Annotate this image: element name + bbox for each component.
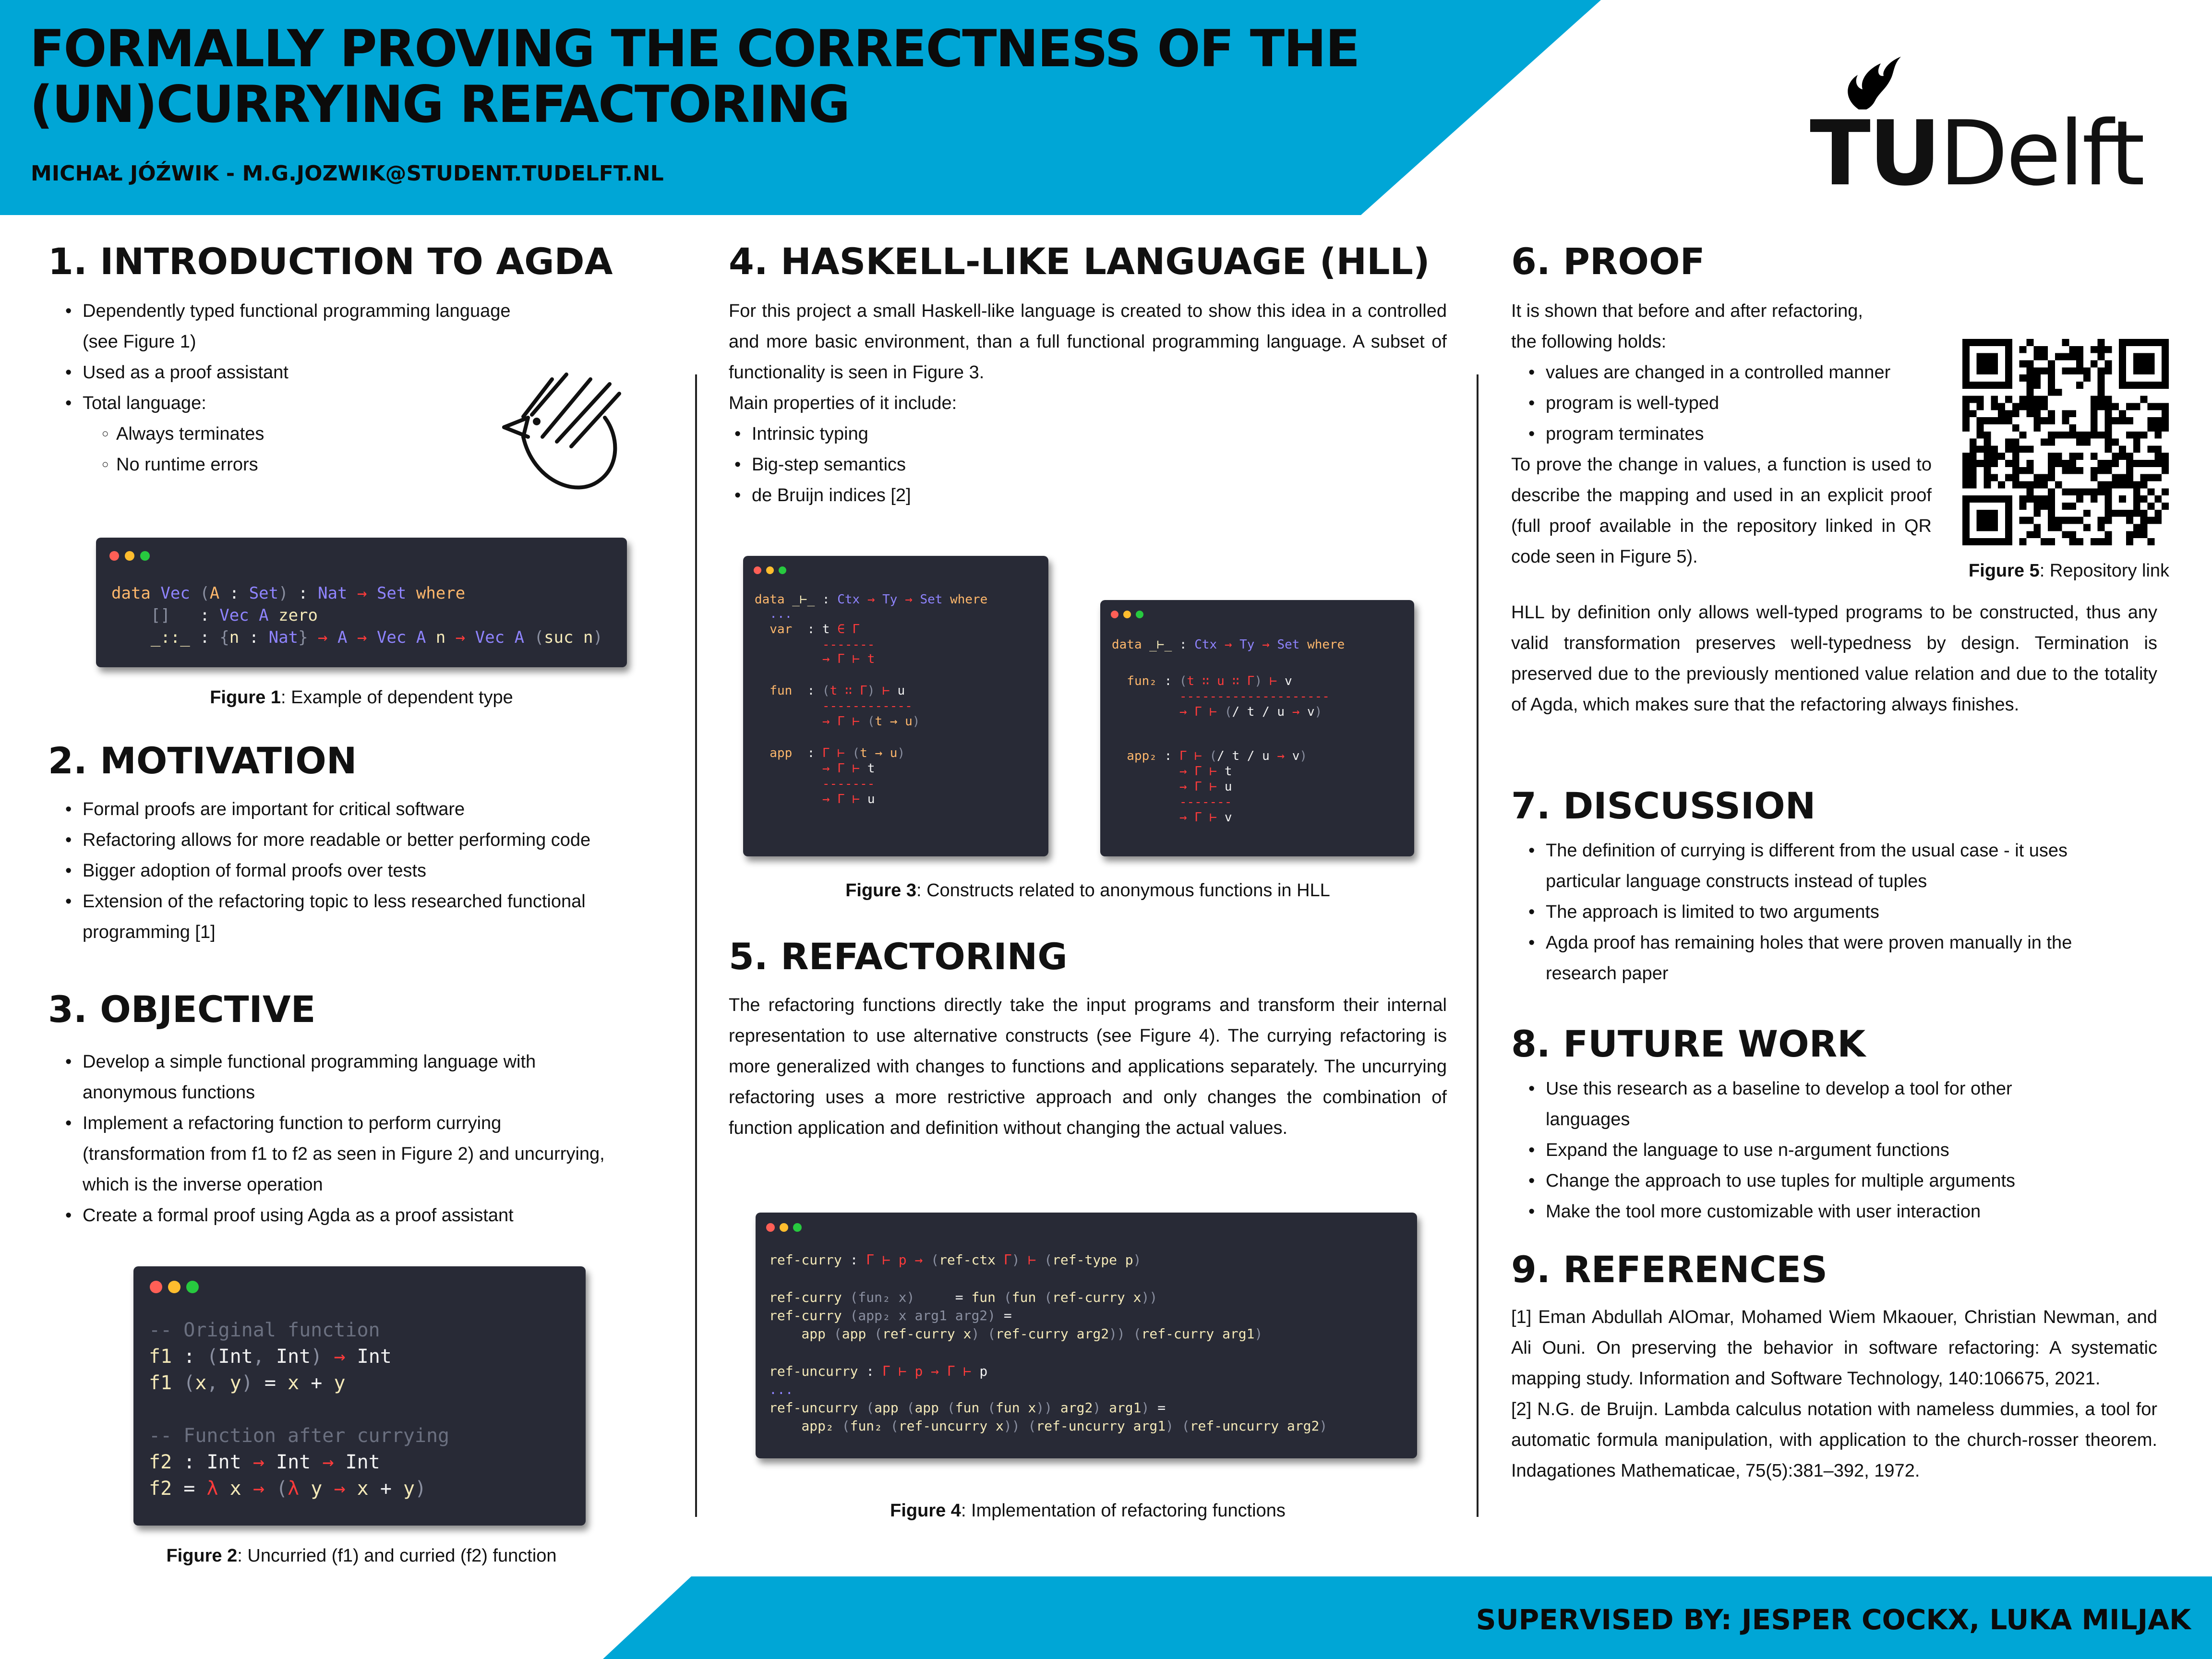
bullet-list: Formal proofs are important for critical… <box>48 794 667 948</box>
list-item: Use this research as a baseline to devel… <box>1511 1073 2157 1135</box>
column-1: 1. INTRODUCTION TO AGDA Dependently type… <box>48 240 667 480</box>
list-item: Intrinsic typing <box>717 419 1447 449</box>
list-item: de Bruijn indices [2] <box>717 480 1447 511</box>
list-item: Formal proofs are important for critical… <box>48 794 667 825</box>
section-heading: 7. DISCUSSION <box>1511 784 1816 827</box>
title-line-2: (UN)CURRYING REFACTORING <box>30 75 850 134</box>
author-line: MICHAŁ JÓŹWIK - M.G.JOZWIK@STUDENT.TUDEL… <box>31 161 664 186</box>
section-proof: 6. PROOF It is shown that before and aft… <box>1511 240 2157 720</box>
paragraph: HLL by definition only allows well-typed… <box>1511 602 2157 715</box>
window-controls <box>1111 611 1143 618</box>
section-heading: 4. HASKELL-LIKE LANGUAGE (HLL) <box>729 240 1430 283</box>
list-item: Implement a refactoring function to perf… <box>48 1108 667 1200</box>
list-item: Dependently typed functional programming… <box>48 296 667 357</box>
section-introduction: 1. INTRODUCTION TO AGDA Dependently type… <box>48 240 667 480</box>
section-heading: 8. FUTURE WORK <box>1511 1022 1866 1065</box>
figure-2-caption: Figure 2: Uncurried (f1) and curried (f2… <box>166 1546 557 1566</box>
section-references: 9. REFERENCES [1] Eman Abdullah AlOmar, … <box>1511 1248 2157 1486</box>
code-figure-3-right: data _⊢_ : Ctx → Ty → Set where fun₂ : (… <box>1100 600 1414 856</box>
list-item: Expand the language to use n-argument fu… <box>1511 1135 2157 1166</box>
banner-background <box>0 0 1601 215</box>
figure-4-caption: Figure 4: Implementation of refactoring … <box>890 1501 1286 1521</box>
list-item: values are changed in a controlled manne… <box>1511 357 1932 388</box>
logo-delft: Delft <box>1939 101 2145 205</box>
column-divider-1 <box>695 374 697 1517</box>
bullet-list: Dependently typed functional programming… <box>48 296 667 480</box>
list-item: Make the tool more customizable with use… <box>1511 1196 2157 1227</box>
bullet-list: Develop a simple functional programming … <box>48 1046 667 1231</box>
code-figure-3-left: data _⊢_ : Ctx → Ty → Set where ... var … <box>743 556 1048 856</box>
section-discussion: 7. DISCUSSION The definition of currying… <box>1511 784 2157 989</box>
column-divider-2 <box>1477 374 1479 1517</box>
reference-1: [1] Eman Abdullah AlOmar, Mohamed Wiem M… <box>1511 1307 2157 1389</box>
figure-1-caption: Figure 1: Example of dependent type <box>210 687 513 708</box>
bullet-list: The definition of currying is different … <box>1511 835 2157 989</box>
list-item: program terminates <box>1511 419 1932 449</box>
list-item: The definition of currying is different … <box>1511 835 2157 897</box>
paragraph: It is shown that before and after refact… <box>1511 301 1863 352</box>
section-refactoring: 5. REFACTORING The refactoring functions… <box>729 935 1447 1143</box>
window-controls <box>766 1223 802 1232</box>
code-figure-2: -- Original function f1 : (Int, Int) → I… <box>133 1266 586 1526</box>
flame-icon <box>1848 57 1901 109</box>
logo-wordmark: TUDelft <box>1810 106 2145 202</box>
window-controls <box>109 551 150 561</box>
bullet-list: Use this research as a baseline to devel… <box>1511 1073 2157 1227</box>
section-hll: 4. HASKELL-LIKE LANGUAGE (HLL) For this … <box>729 240 1447 511</box>
window-controls <box>754 566 786 574</box>
bullet-list: Intrinsic typing Big-step semantics de B… <box>717 419 1447 511</box>
section-heading: 6. PROOF <box>1511 240 1705 283</box>
list-item: Total language: <box>48 388 667 419</box>
list-subitem: Always terminates <box>48 419 667 449</box>
section-objective: 3. OBJECTIVE Develop a simple functional… <box>48 988 667 1231</box>
section-heading: 2. MOTIVATION <box>48 739 357 782</box>
paragraph: To prove the change in values, a functio… <box>1511 455 1932 567</box>
section-heading: 9. REFERENCES <box>1511 1248 1827 1291</box>
list-item: Big-step semantics <box>717 449 1447 480</box>
header-banner: FORMALLY PROVING THE CORRECTNESS OF THE … <box>0 0 2212 215</box>
section-future-work: 8. FUTURE WORK Use this research as a ba… <box>1511 1022 2157 1227</box>
section-heading: 1. INTRODUCTION TO AGDA <box>48 240 613 283</box>
title-line-1: FORMALLY PROVING THE CORRECTNESS OF THE <box>30 19 1360 78</box>
list-item: program is well-typed <box>1511 388 1932 419</box>
proof-text: It is shown that before and after refact… <box>1511 296 1932 572</box>
figure-5-caption: Figure 5: Repository link <box>1968 561 2170 581</box>
qr-code[interactable] <box>1962 339 2169 545</box>
section-heading: 5. REFACTORING <box>729 935 1068 978</box>
list-item: Extension of the refactoring topic to le… <box>48 886 667 948</box>
list-item: Change the approach to use tuples for mu… <box>1511 1166 2157 1196</box>
paragraph: The refactoring functions directly take … <box>729 995 1447 1138</box>
list-item: Used as a proof assistant <box>48 357 667 388</box>
code-figure-1: data Vec (A : Set) : Nat → Set where [] … <box>96 538 627 667</box>
logo-tu: TU <box>1810 101 1941 205</box>
list-item: Develop a simple functional programming … <box>48 1046 667 1108</box>
paragraph: For this project a small Haskell-like la… <box>729 301 1447 383</box>
section-motivation: 2. MOTIVATION Formal proofs are importan… <box>48 739 667 948</box>
tudelft-logo: TUDelft <box>1795 53 2145 202</box>
footer-banner <box>0 1576 2212 1659</box>
list-item: The approach is limited to two arguments <box>1511 897 2157 927</box>
window-controls <box>150 1281 199 1293</box>
figure-3-caption: Figure 3: Constructs related to anonymou… <box>845 880 1330 901</box>
code-figure-4: ref-curry : Γ ⊢ p → (ref-ctx Γ) ⊢ (ref-t… <box>756 1213 1417 1458</box>
agda-chicken-icon <box>502 373 621 490</box>
bullet-list: values are changed in a controlled manne… <box>1511 357 1932 449</box>
section-heading: 3. OBJECTIVE <box>48 988 316 1031</box>
list-item: Bigger adoption of formal proofs over te… <box>48 855 667 886</box>
footer-background <box>603 1576 2212 1659</box>
reference-2: [2] N.G. de Bruijn. Lambda calculus nota… <box>1511 1399 2157 1481</box>
list-item: Refactoring allows for more readable or … <box>48 825 667 855</box>
list-item: Agda proof has remaining holes that were… <box>1511 927 2157 989</box>
paragraph: Main properties of it include: <box>729 393 957 413</box>
list-item: Create a formal proof using Agda as a pr… <box>48 1200 667 1231</box>
supervisors-line: SUPERVISED BY: JESPER COCKX, LUKA MILJAK <box>1476 1603 2191 1636</box>
poster-title: FORMALLY PROVING THE CORRECTNESS OF THE … <box>30 21 1422 132</box>
list-subitem: No runtime errors <box>48 449 667 480</box>
